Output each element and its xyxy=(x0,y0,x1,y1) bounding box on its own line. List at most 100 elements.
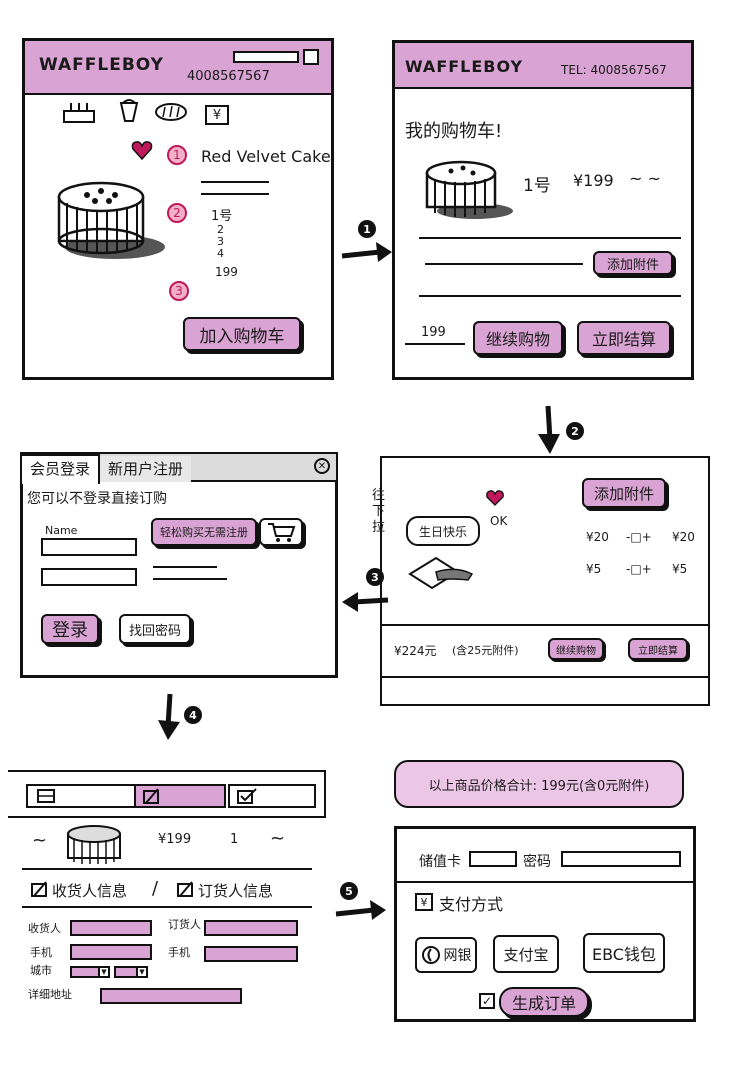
divider xyxy=(22,868,312,870)
size-option-4[interactable]: 4 xyxy=(217,247,224,260)
password-input[interactable] xyxy=(41,568,137,586)
quick-buy-button[interactable]: 轻松购买无需注册 xyxy=(151,518,257,546)
shopping-cart-icon xyxy=(268,523,296,542)
cake-icon[interactable] xyxy=(61,101,97,125)
orderer-phone-input[interactable] xyxy=(204,946,298,962)
add-to-cart-button[interactable]: 加入购物车 xyxy=(183,317,301,351)
flow-arrow-2 xyxy=(534,404,564,456)
cart-item-size: 1号 xyxy=(523,176,551,196)
submit-checkbox[interactable]: ✓ xyxy=(479,993,495,1009)
receiver-phone-input[interactable] xyxy=(70,944,152,960)
alipay-button[interactable]: 支付宝 xyxy=(493,935,559,973)
city-select-chevron[interactable]: ▼ xyxy=(98,966,110,978)
checkout-button[interactable]: 立即结算 xyxy=(577,321,671,355)
login-button[interactable]: 登录 xyxy=(41,614,99,644)
item-left-mark: ~ xyxy=(32,830,48,851)
accessory-1-total: ¥20 xyxy=(672,530,695,544)
cart-panel: WAFFLEBOY TEL: 4008567567 我的购物车! 1号 ¥199… xyxy=(392,40,694,380)
heart-icon[interactable] xyxy=(486,490,504,506)
brand-logo: WAFFLEBOY xyxy=(39,55,164,75)
info-line xyxy=(153,566,217,568)
birthday-tag-accessory[interactable]: 生日快乐 xyxy=(406,516,480,546)
login-body: 您可以不登录直接订购 Name 轻松购买无需注册 登录 找回密码 xyxy=(20,482,338,678)
address-label: 详细地址 xyxy=(28,988,72,1001)
receiver-info-header: 收货人信息 xyxy=(52,882,128,900)
item-qty: 1 xyxy=(230,832,239,847)
accessory-2-price: ¥5 xyxy=(586,562,602,576)
accessory-total-note: (含25元附件) xyxy=(452,644,519,657)
tab-new-user-register[interactable]: 新用户注册 xyxy=(100,456,192,482)
ebc-wallet-button[interactable]: EBC钱包 xyxy=(583,933,665,973)
username-input[interactable] xyxy=(41,538,137,556)
size-option-1[interactable]: 1号 xyxy=(211,209,233,224)
district-select-chevron[interactable]: ▼ xyxy=(136,966,148,978)
tel-number: TEL: 4008567567 xyxy=(561,63,667,77)
brand-logo: WAFFLEBOY xyxy=(405,57,524,76)
accessory-2-stepper[interactable]: -□+ xyxy=(626,562,652,576)
tab-member-login[interactable]: 会员登录 xyxy=(20,454,101,484)
flow-step-1: 1 xyxy=(358,220,376,238)
flow-step-4: 4 xyxy=(184,706,202,724)
orderer-label: 订货人 xyxy=(168,918,201,931)
checkbox-icon xyxy=(237,788,257,804)
cake-image xyxy=(51,173,167,261)
search-button[interactable] xyxy=(303,49,319,65)
search-input[interactable] xyxy=(233,51,299,63)
payment-method-header: 支付方式 xyxy=(439,895,504,914)
scroll-hint-1: 往 xyxy=(372,488,386,503)
product-name: Red Velvet Cake xyxy=(201,147,331,166)
step-3-badge: 3 xyxy=(169,281,189,301)
netbank-button[interactable]: 网银 xyxy=(415,937,477,973)
step-2-badge: 2 xyxy=(167,203,187,223)
flow-arrow-3 xyxy=(340,588,390,616)
yen-icon[interactable]: ¥ xyxy=(205,105,229,125)
city-label: 城市 xyxy=(30,964,52,977)
create-order-button[interactable]: 生成订单 xyxy=(499,987,589,1017)
divider xyxy=(382,624,708,626)
size-option-2[interactable]: 2 xyxy=(217,223,224,236)
price-label: 199 xyxy=(215,265,238,279)
add-accessory-button[interactable]: 添加附件 xyxy=(582,478,666,508)
accessory-1-stepper[interactable]: -□+ xyxy=(626,530,652,544)
scroll-hint-3: 拉 xyxy=(372,520,386,535)
candle-knife-icon[interactable] xyxy=(406,552,476,592)
divider xyxy=(397,881,693,883)
orderer-input[interactable] xyxy=(204,920,298,936)
cart-item-price: ¥199 xyxy=(573,171,614,190)
edit-icon xyxy=(31,881,47,897)
size-option-3[interactable]: 3 xyxy=(217,235,224,248)
order-summary-banner: 以上商品价格合计: 199元(含0元附件) xyxy=(394,760,684,808)
continue-shopping-button[interactable]: 继续购物 xyxy=(473,321,563,355)
add-accessory-button[interactable]: 添加附件 xyxy=(593,251,673,275)
receiver-input[interactable] xyxy=(70,920,152,936)
description-line xyxy=(201,193,269,195)
cake-image xyxy=(62,822,132,866)
cup-icon[interactable] xyxy=(117,97,141,125)
cart-icon-button[interactable] xyxy=(259,518,303,546)
card-password-input[interactable] xyxy=(561,851,681,867)
yen-glyph: ¥ xyxy=(420,895,428,909)
heart-icon[interactable] xyxy=(131,141,153,161)
forgot-password-button[interactable]: 找回密码 xyxy=(119,614,191,644)
divider xyxy=(419,295,681,297)
continue-shopping-button[interactable]: 继续购物 xyxy=(548,638,604,660)
accessory-2-total: ¥5 xyxy=(672,562,688,576)
card-number-input[interactable] xyxy=(469,851,517,867)
checkout-button[interactable]: 立即结算 xyxy=(628,638,688,660)
address-input[interactable] xyxy=(100,988,242,1004)
divider xyxy=(419,237,681,239)
table-icon xyxy=(37,789,55,803)
close-icon[interactable]: ✕ xyxy=(314,458,330,474)
ok-label: OK xyxy=(490,514,508,528)
progress-step-1 xyxy=(26,784,138,808)
flow-step-2: 2 xyxy=(566,422,584,440)
accessory-1-price: ¥20 xyxy=(586,530,609,544)
step-1-badge: 1 xyxy=(167,145,187,165)
phone-label: 手机 xyxy=(30,946,52,959)
header-bar: WAFFLEBOY TEL: 4008567567 xyxy=(395,43,691,89)
name-label: Name xyxy=(45,524,78,537)
flow-arrow-5 xyxy=(334,896,388,926)
description-line xyxy=(201,181,269,183)
bread-icon[interactable] xyxy=(153,101,189,123)
divider xyxy=(22,906,312,908)
